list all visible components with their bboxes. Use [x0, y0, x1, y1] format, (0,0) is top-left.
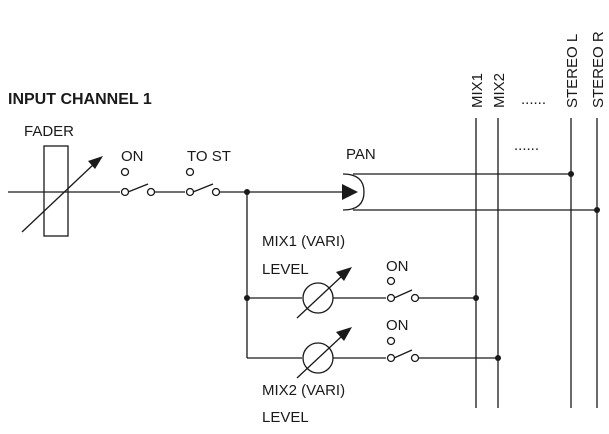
mix2-level-label-2: LEVEL — [262, 409, 309, 426]
mix2-level-label-1: MIX2 (VARI) — [262, 382, 345, 399]
mix1-bus-label: MIX1 — [469, 73, 486, 108]
mix2-on-label: ON — [386, 317, 409, 334]
mix1-on-switch-icon — [386, 276, 420, 303]
mix1-on-label: ON — [386, 258, 409, 275]
diagram-title: INPUT CHANNEL 1 — [8, 91, 152, 108]
mix1-level-label-2: LEVEL — [262, 261, 309, 278]
bus-ellipsis-mid: ...... — [514, 137, 539, 154]
fader-body — [43, 145, 69, 237]
mix2-level-knob-icon — [296, 327, 352, 379]
stereo-r-dot — [594, 207, 600, 213]
on-switch-icon — [120, 167, 156, 197]
stereo-r-bus-label: STEREO R — [590, 31, 607, 108]
to-st-switch-icon — [185, 167, 221, 197]
mix2-on-switch-icon — [386, 336, 420, 363]
stereo-l-dot — [568, 171, 574, 177]
pan-input-arrow-icon — [342, 184, 358, 200]
to-st-switch-label: TO ST — [187, 148, 231, 165]
on-switch-label: ON — [121, 148, 144, 165]
pan-icon — [342, 173, 597, 211]
mix2-bus-label: MIX2 — [491, 73, 508, 108]
pan-label: PAN — [346, 146, 376, 163]
mix1-level-label-1: MIX1 (VARI) — [262, 233, 345, 250]
stereo-l-bus-label: STEREO L — [564, 34, 581, 108]
fader-arrow-icon — [21, 156, 103, 233]
fader-label: FADER — [24, 123, 74, 140]
bus-ellipsis-top: ...... — [521, 91, 546, 108]
